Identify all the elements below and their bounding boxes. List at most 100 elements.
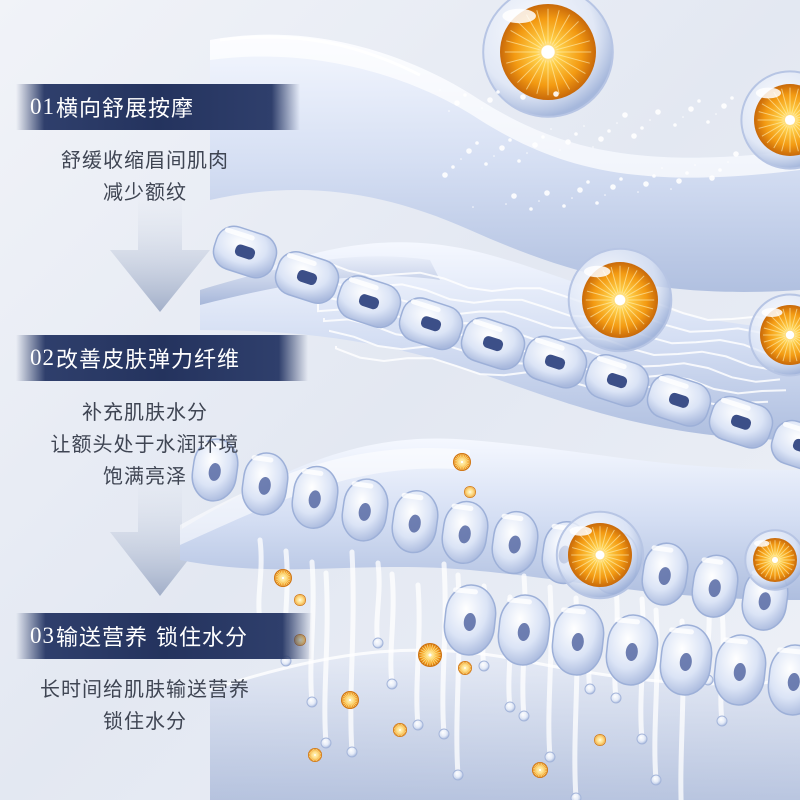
fiber-line: [299, 256, 781, 323]
sparkle: [571, 197, 573, 199]
essence-orb: [458, 661, 472, 675]
sparkle: [643, 181, 649, 187]
sparkle: [688, 106, 694, 112]
step-1-title: 横向舒展按摩: [56, 97, 195, 122]
water-droplet: [650, 774, 662, 786]
water-strand: [322, 570, 330, 746]
sparkle: [565, 139, 571, 145]
essence-orb: [744, 529, 800, 591]
sparkle: [631, 133, 637, 139]
essence-orb: [294, 594, 306, 606]
water-droplet: [570, 792, 582, 800]
sparkle: [718, 168, 722, 172]
step-1-badge: 01 横向舒展按摩: [16, 84, 300, 130]
cell: [274, 251, 340, 304]
sparkle: [637, 191, 639, 193]
sparkle: [553, 91, 559, 97]
water-strand: [440, 561, 448, 737]
sparkle: [598, 136, 604, 142]
cell: [191, 438, 239, 502]
step-1-line-2: 减少额纹: [103, 180, 187, 204]
water-droplet: [306, 696, 318, 708]
cell: [551, 604, 605, 676]
sparkle: [595, 201, 599, 205]
sparkle: [682, 116, 684, 118]
step-2-number: 02: [30, 345, 55, 370]
sparkle: [709, 175, 715, 181]
sparkle: [721, 103, 727, 109]
sparkle: [454, 100, 460, 106]
step-1-description: 舒缓收缩眉间肌肉 减少额纹: [0, 144, 290, 208]
cell: [605, 614, 659, 686]
sparkle: [499, 145, 505, 151]
sparkle: [493, 155, 495, 157]
water-droplet: [636, 733, 648, 745]
cell: [443, 584, 497, 656]
step-3-description: 长时间给肌肤输送营养 锁住水分: [0, 673, 290, 737]
sparkle: [544, 190, 550, 196]
cell: [497, 594, 551, 666]
sparkle: [559, 149, 561, 151]
water-strand: [348, 549, 356, 755]
water-droplet: [386, 678, 398, 690]
sparkle: [481, 107, 483, 109]
water-droplet: [584, 683, 596, 695]
sparkle: [607, 129, 611, 133]
sparkle: [586, 180, 590, 184]
cell: [767, 644, 800, 716]
water-droplet: [320, 737, 332, 749]
sparkle: [661, 167, 663, 169]
cell: [460, 317, 526, 371]
step-2-line-1: 补充肌肤水分: [82, 400, 208, 424]
sparkle: [652, 174, 656, 178]
sparkle: [562, 204, 566, 208]
water-strand: [308, 559, 316, 705]
sparkle: [460, 158, 462, 160]
water-strand: [414, 582, 422, 728]
cell: [491, 510, 539, 575]
essence-orb: [274, 569, 292, 587]
sparkle: [697, 99, 701, 103]
sparkle: [466, 148, 472, 154]
sparkle: [508, 138, 512, 142]
water-strand: [546, 584, 554, 760]
essence-orb: [594, 734, 606, 746]
cell: [641, 542, 689, 606]
step-2-line-2: 让额头处于水润环境: [50, 432, 240, 456]
sparkle: [472, 206, 474, 208]
sparkle: [670, 188, 672, 190]
sparkle: [583, 125, 585, 127]
water-droplet: [518, 710, 530, 722]
sparkle: [604, 194, 606, 196]
essence-orb: [418, 643, 442, 667]
water-strand: [256, 537, 264, 623]
water-droplet: [346, 746, 358, 758]
sparkle: [511, 193, 517, 199]
cell: [770, 419, 800, 473]
essence-orb: [464, 486, 476, 498]
sparkle: [487, 97, 493, 103]
water-droplet: [716, 715, 728, 727]
sparkle: [526, 152, 528, 154]
sparkle: [529, 207, 533, 211]
sparkle: [592, 146, 594, 148]
cell: [441, 500, 489, 565]
sparkle: [706, 120, 710, 124]
top-skin-layer: [210, 34, 800, 292]
cell-row-bottom: [443, 584, 800, 716]
essence-orb: [393, 723, 407, 737]
step-2-description: 补充肌肤水分 让额头处于水润环境 饱满亮泽: [0, 396, 290, 492]
sparkle: [694, 164, 696, 166]
sparkle: [538, 200, 540, 202]
cell: [708, 395, 774, 449]
essence-orb: [740, 70, 800, 170]
water-droplet: [478, 660, 490, 672]
sparkle: [640, 126, 644, 130]
sparkle: [505, 203, 507, 205]
cell-row-upper: [212, 225, 800, 473]
sparkle: [475, 141, 479, 145]
sparkle: [448, 110, 450, 112]
water-droplet: [452, 769, 464, 781]
water-droplet: [372, 637, 384, 649]
